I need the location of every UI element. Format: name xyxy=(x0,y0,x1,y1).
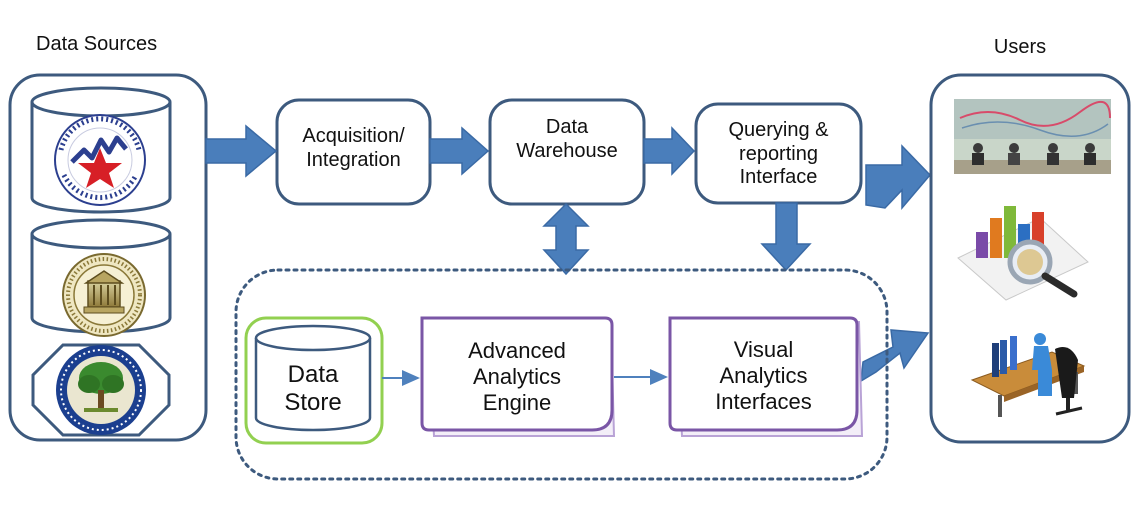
warehouse-line-2: Warehouse xyxy=(516,139,618,162)
data-store-cylinder xyxy=(254,324,372,432)
visual-line-2: Analytics xyxy=(719,362,808,388)
data-store-label: Data Store xyxy=(256,361,370,418)
arrow-sources-to-acquisition xyxy=(205,124,278,178)
store-line-1: Data xyxy=(287,361,339,388)
data-warehouse-label: Data Warehouse xyxy=(490,116,644,163)
engine-line-1: Advanced xyxy=(468,338,566,363)
arrow-querying-to-users xyxy=(865,144,932,211)
acquisition-line-1: Acquisition/ xyxy=(302,125,405,147)
visual-line-1: Visual xyxy=(733,337,794,362)
querying-reporting-label: Querying & reporting Interface xyxy=(696,119,861,190)
arrow-analytics-to-users xyxy=(860,329,930,383)
querying-line-2: reporting xyxy=(739,142,818,165)
querying-line-1: Querying & xyxy=(728,119,829,141)
acquisition-line-2: Integration xyxy=(306,148,401,171)
education-department-seal xyxy=(31,343,171,437)
workstation-users-image xyxy=(970,333,1086,417)
querying-line-3: Interface xyxy=(739,166,818,189)
visual-analytics-interfaces-box xyxy=(668,316,864,437)
analytics-group-dotted-box xyxy=(234,268,889,481)
engine-line-2: Analytics xyxy=(472,363,562,389)
visual-line-3: Interfaces xyxy=(715,388,812,414)
acquisition-integration-label: Acquisition/ Integration xyxy=(277,125,430,172)
visual-analytics-interfaces-label: Visual Analytics Interfaces xyxy=(670,337,857,415)
arrow-acquisition-to-warehouse xyxy=(429,126,490,176)
advanced-analytics-engine-label: Advanced Analytics Engine xyxy=(422,338,612,416)
census-bureau-seal xyxy=(62,253,146,337)
engine-line-3: Engine xyxy=(482,389,552,415)
advanced-analytics-engine-box xyxy=(420,316,616,437)
arrow-querying-to-analytics xyxy=(760,202,812,272)
data-sources-title: Data Sources xyxy=(36,33,158,55)
bls-logo xyxy=(54,114,146,206)
store-line-2: Store xyxy=(284,389,342,417)
users-title: Users xyxy=(993,36,1047,58)
meeting-users-image xyxy=(954,99,1111,174)
arrow-warehouse-to-querying xyxy=(643,126,696,176)
chart-magnifier-image xyxy=(957,206,1089,301)
arrow-warehouse-analytics-bidirectional xyxy=(542,202,590,276)
warehouse-line-1: Data xyxy=(545,116,589,138)
